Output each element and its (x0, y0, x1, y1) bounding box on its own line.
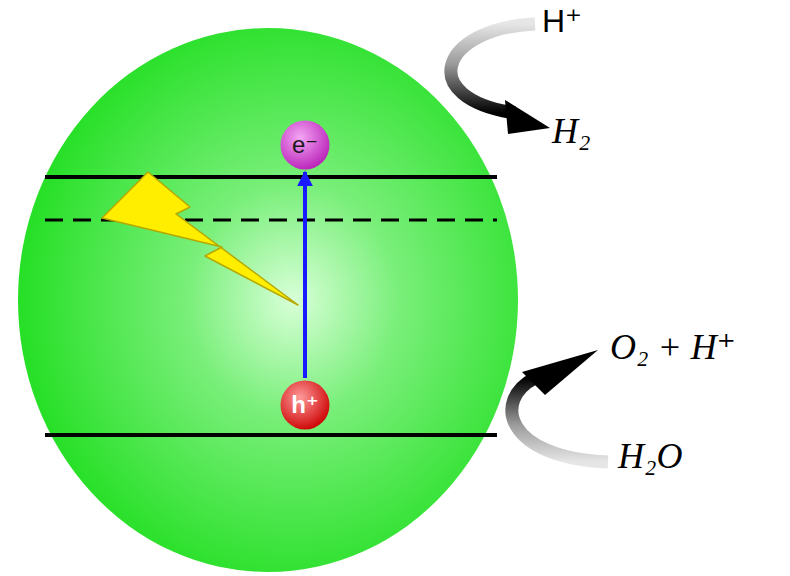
proton-label: H⁺ (542, 4, 582, 39)
oxidation-arrow (512, 378, 608, 462)
reduction-arrow (451, 24, 535, 113)
conduction-band (45, 175, 497, 179)
hole-circle: h⁺ (280, 380, 330, 430)
light-bolt (102, 172, 298, 305)
excitation-arrow (303, 172, 307, 378)
charge-carrier-symbol: e⁻ (280, 120, 330, 170)
semiconductor-particle (18, 28, 518, 572)
charge-carrier-symbol: h⁺ (280, 380, 330, 430)
reduction-arrowhead (505, 100, 550, 134)
oxygen-proton-label: O₂ + H⁺ (610, 328, 736, 368)
hydrogen-label: H₂ (552, 112, 591, 152)
water-label: H₂O (618, 437, 683, 477)
valence-band (45, 433, 497, 437)
particle-fill (281, 381, 330, 430)
electron-circle: e⁻ (280, 120, 330, 170)
particle-fill (281, 121, 330, 170)
oxidation-arrowhead (522, 350, 598, 395)
